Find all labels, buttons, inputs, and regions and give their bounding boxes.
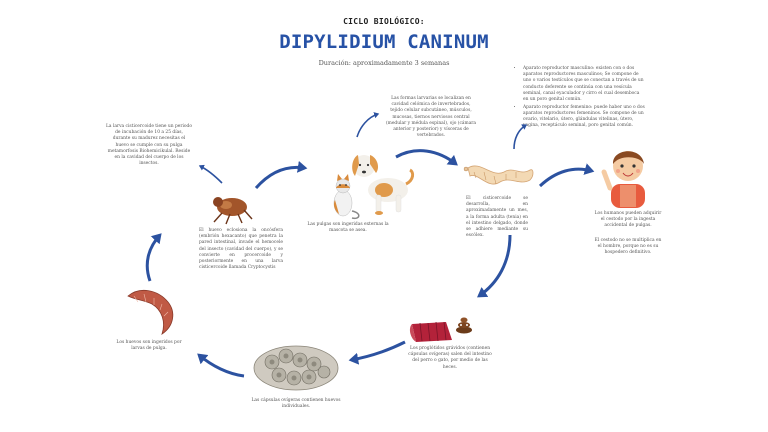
reproduction-female: Aparato reproductor femenino: puede habe… [523, 105, 645, 130]
arrow-worm-to-proglottids [477, 234, 512, 298]
tissue-text: Las formas larvarias se localizan en cav… [385, 96, 477, 139]
proglottids-text: Los proglótidos grávidos (contienen cáps… [408, 346, 492, 370]
arrow-capsules-to-eggs [197, 353, 245, 378]
cat-icon [333, 174, 360, 220]
eggs-text: Los huevos son ingeridos por larvas de p… [116, 340, 182, 352]
flea-icon [213, 197, 253, 225]
dog-icon [352, 155, 415, 215]
flea-larva-icon [127, 289, 174, 335]
arrow-eggs-to-flea-larva [145, 233, 162, 282]
flea-larva-text: El huevo eclosiona la oncósfera (embrión… [199, 228, 283, 271]
proglottids-icon [409, 321, 452, 342]
arrow-pets-to-worm [395, 149, 458, 166]
duration-subtitle: Duración: aproximadamente 3 semanas [318, 59, 450, 67]
arrow-worm-to-reproduction [513, 124, 528, 150]
humans-text-2: El cestodo no se multiplica en el hombre… [594, 238, 662, 256]
arrow-larva-to-flea [198, 164, 223, 184]
reproduction-list: Aparato reproductor masculino: existen c… [514, 66, 645, 131]
fleas-pets-text: Las pulgas son ingeridas externas la mas… [307, 222, 389, 234]
reproduction-male: Aparato reproductor masculino: existen c… [523, 66, 645, 103]
kicker: CICLO BIOLÓGICO: [343, 17, 425, 26]
arrow-pets-to-tissue [356, 112, 380, 138]
page-title: DIPYLIDIUM CANINUM [279, 31, 489, 53]
capsules-text: Las cápsulas ovígeras contienen huevos i… [251, 398, 341, 410]
arrow-worm-to-human [538, 163, 595, 188]
arrow-proglottids-to-capsules [348, 340, 406, 365]
adult-worm-text: El cisticercoide se desarrolla, en aprox… [466, 196, 528, 239]
arrow-flea-to-pets [254, 160, 308, 189]
child-icon [601, 151, 645, 208]
humans-text-1: Los humanos pueden adquirir el cestodo p… [594, 211, 662, 229]
larva-text: La larva cisticercoide tiene un periodo … [106, 124, 192, 167]
tapeworm-icon [463, 165, 534, 185]
feces-icon [456, 317, 472, 334]
egg-capsules-icon [253, 345, 339, 391]
